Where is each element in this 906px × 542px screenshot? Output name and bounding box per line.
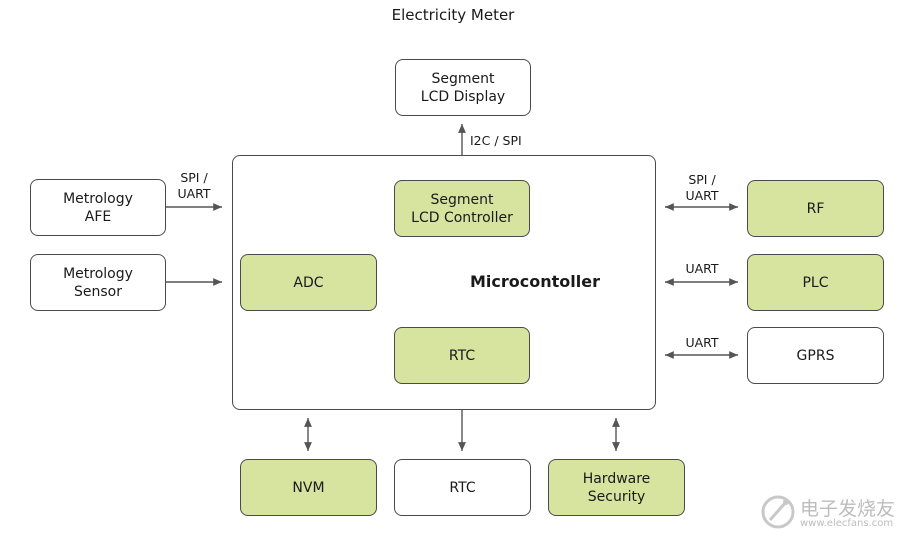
adc-block: ADC [240, 254, 377, 311]
plc-block: PLC [747, 254, 884, 311]
nvm-block: NVM [240, 459, 377, 516]
afe-spi-uart-label: SPI / UART [177, 170, 211, 201]
watermark-logo-icon [761, 495, 795, 529]
metrology-afe-block: Metrology AFE [30, 179, 166, 236]
i2c-spi-label: I2C / SPI [470, 133, 522, 148]
rtc-external-block: RTC [394, 459, 531, 516]
watermark-url: www.elecfans.com [800, 518, 894, 529]
microcontroller-label: Microcontoller [470, 272, 600, 291]
diagram-title: Electricity Meter [391, 6, 515, 24]
gprs-block: GPRS [747, 327, 884, 384]
rf-block: RF [747, 180, 884, 237]
segment-lcd-controller-block: Segment LCD Controller [394, 180, 530, 237]
gprs-uart-label: UART [685, 335, 719, 350]
rtc-internal-block: RTC [394, 327, 530, 384]
rf-spi-uart-label: SPI / UART [685, 172, 719, 203]
watermark: 电子发烧友 www.elecfans.com [760, 488, 900, 536]
segment-lcd-display-block: Segment LCD Display [395, 59, 531, 116]
hardware-security-block: Hardware Security [548, 459, 685, 516]
metrology-sensor-block: Metrology Sensor [30, 254, 166, 311]
plc-uart-label: UART [685, 261, 719, 276]
watermark-text: 电子发烧友 [800, 498, 896, 520]
